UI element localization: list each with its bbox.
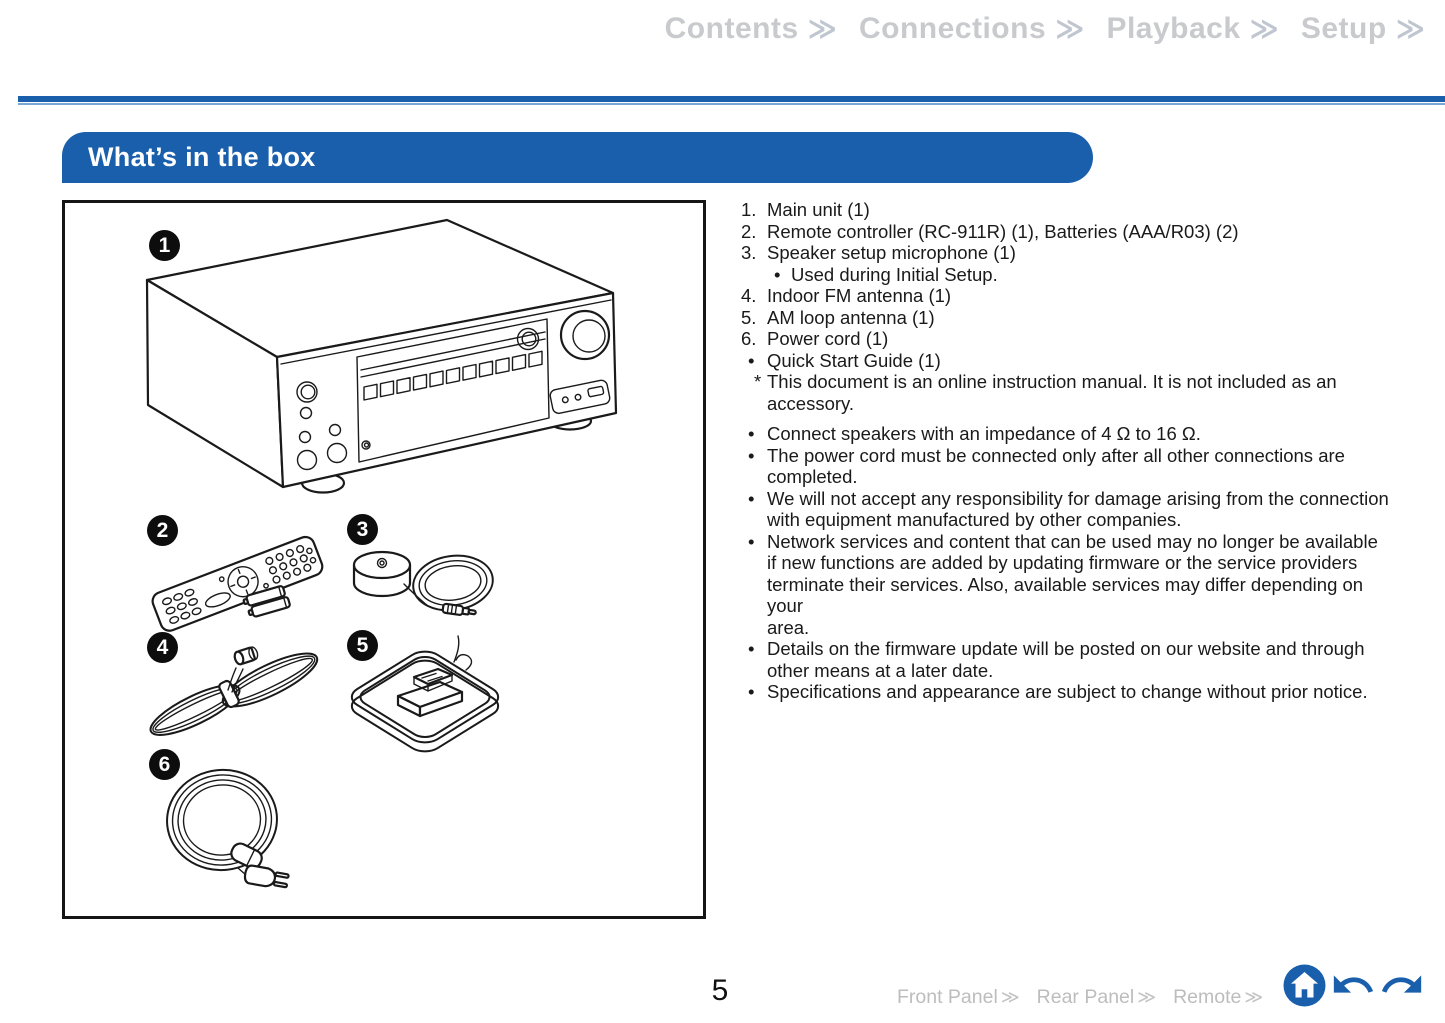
item-number-badge: 5 <box>347 630 378 661</box>
packing-list-item: 1.Main unit (1) <box>741 199 870 220</box>
packaging-diagram: 1 2 3 4 5 6 <box>62 200 706 919</box>
undo-icon <box>1333 975 1374 993</box>
batteries-illustration <box>242 585 291 618</box>
note-item: •Network services and content that can b… <box>748 530 1378 638</box>
item-number-badge: 1 <box>149 230 180 261</box>
top-navigation: Contents ≫ Connections ≫ Playback ≫ Setup ≫ <box>643 12 1425 46</box>
packing-list-note: *This document is an online instruction … <box>754 371 1337 414</box>
undo-button[interactable] <box>1330 962 1376 1013</box>
accent-rule <box>18 96 1445 105</box>
nav-link-playback[interactable]: Playback <box>1106 12 1241 45</box>
packing-list-item: 4.Indoor FM antenna (1) <box>741 285 952 306</box>
chevron-right-icon: ≫ <box>1137 987 1157 1007</box>
accessories-line-drawing <box>145 218 618 889</box>
chevron-right-icon: ≫ <box>1395 13 1425 44</box>
power-cord-illustration <box>166 768 290 889</box>
chevron-right-icon: ≫ <box>807 13 837 44</box>
footer-link-front-panel[interactable]: Front Panel <box>897 986 998 1008</box>
packing-list: 1.Main unit (1) 2.Remote controller (RC-… <box>741 199 1397 703</box>
packing-list-item: 6.Power cord (1) <box>741 328 889 349</box>
item-number-badge: 3 <box>347 514 378 545</box>
redo-button[interactable] <box>1379 962 1425 1013</box>
note-item: •Specifications and appearance are subje… <box>748 681 1368 702</box>
home-icon <box>1283 964 1326 1006</box>
am-loop-antenna-illustration <box>344 635 505 756</box>
footer-icon-buttons <box>1279 962 1425 1013</box>
footer-link-rear-panel[interactable]: Rear Panel <box>1036 986 1135 1008</box>
notes-list: •Connect speakers with an impedance of 4… <box>741 423 1397 703</box>
item-number-badge: 6 <box>149 749 180 780</box>
page-number: 5 <box>711 974 729 1007</box>
home-button[interactable] <box>1282 963 1327 1013</box>
note-item: •Details on the firmware update will be … <box>748 638 1365 681</box>
remote-controller-illustration <box>151 535 324 632</box>
packing-list-item: •Quick Start Guide (1) <box>748 349 941 371</box>
fm-antenna-illustration <box>149 646 319 736</box>
nav-link-setup[interactable]: Setup <box>1300 12 1387 45</box>
packing-list-item: 5.AM loop antenna (1) <box>741 306 935 328</box>
chevron-right-icon: ≫ <box>1244 987 1264 1007</box>
item-number-badge: 4 <box>147 632 178 663</box>
note-item: •The power cord must be connected only a… <box>748 444 1345 488</box>
section-header: What’s in the box <box>62 132 1093 183</box>
chevron-right-icon: ≫ <box>1000 987 1020 1007</box>
note-item: •We will not accept any responsibility f… <box>748 487 1389 531</box>
redo-icon <box>1381 975 1422 993</box>
nav-link-contents[interactable]: Contents <box>664 12 799 45</box>
packing-list-item: 3.Speaker setup microphone (1) <box>741 242 1016 263</box>
main-unit-illustration <box>145 218 618 494</box>
chevron-right-icon: ≫ <box>1249 13 1279 44</box>
packing-list-item: 2.Remote controller (RC-911R) (1), Batte… <box>741 220 1239 242</box>
setup-microphone-illustration <box>352 550 494 616</box>
nav-link-connections[interactable]: Connections <box>858 12 1047 45</box>
chevron-right-icon: ≫ <box>1055 13 1085 44</box>
note-item: •Connect speakers with an impedance of 4… <box>748 423 1201 444</box>
page-title: What’s in the box <box>88 142 316 172</box>
footer-link-remote[interactable]: Remote <box>1173 986 1242 1008</box>
footer-links: Front Panel≫ Rear Panel≫ Remote≫ <box>897 986 1280 1009</box>
item-number-badge: 2 <box>147 515 178 546</box>
packing-list-subitem: •Used during Initial Setup. <box>774 263 998 285</box>
